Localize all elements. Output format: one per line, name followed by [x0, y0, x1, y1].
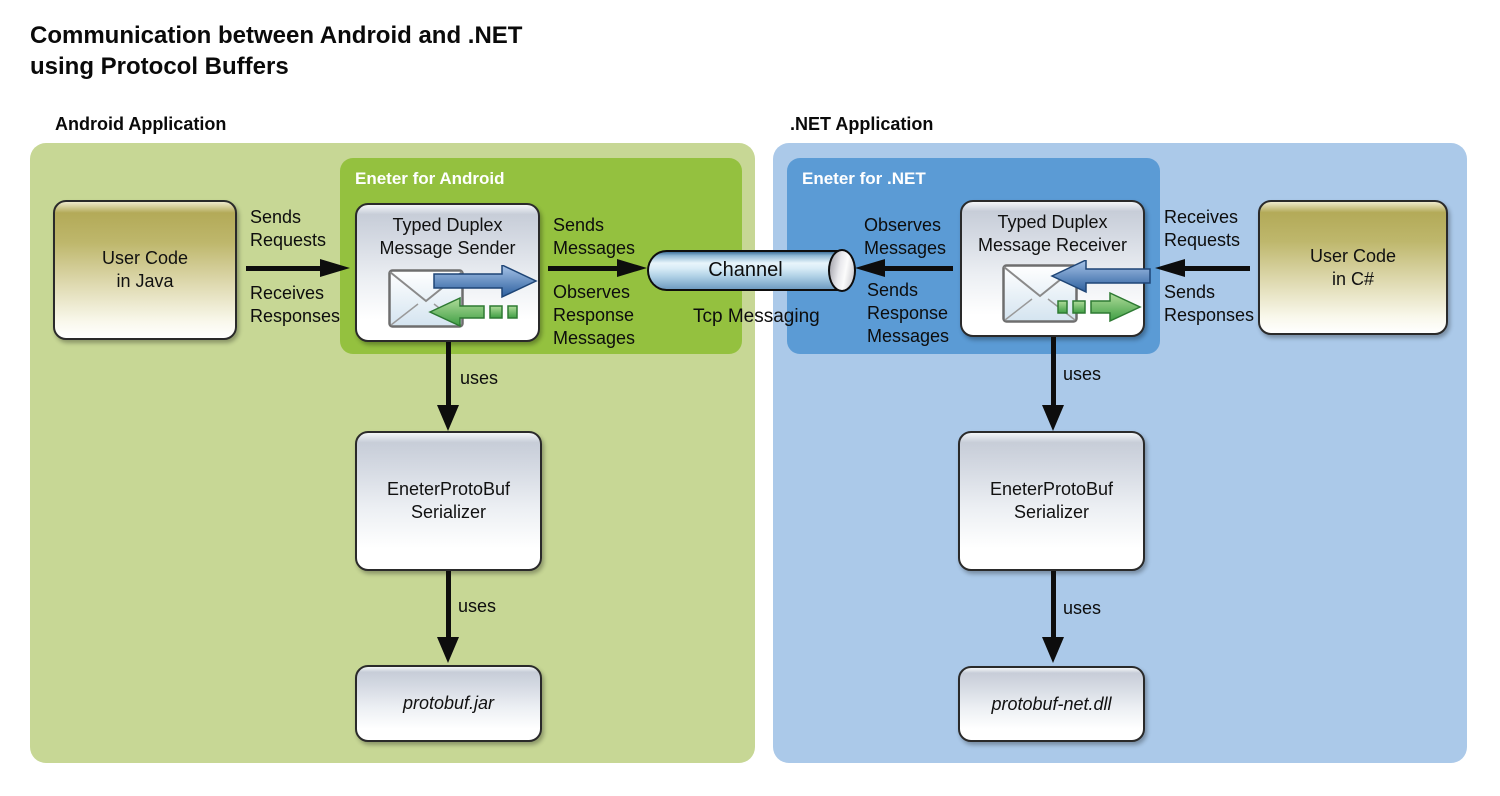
typed-duplex-message-sender-box: Typed Duplex Message Sender — [355, 203, 540, 342]
protobuf-jar-box: protobuf.jar — [355, 665, 542, 742]
observes-messages-label: Observes Messages — [864, 215, 947, 258]
response-message-arrow-icon — [428, 296, 518, 328]
eneterprotobuf-serializer-net-box: EneterProtoBuf Serializer — [958, 431, 1145, 571]
sends-messages-label: Sends Messages — [553, 215, 636, 258]
channel-cylinder: Channel — [647, 250, 842, 291]
arrow-java-to-sender — [246, 258, 350, 278]
arrow-serializer-uses-jar — [437, 571, 459, 663]
net-application-label: .NET Application — [790, 114, 934, 134]
typed-duplex-message-receiver-box: Typed Duplex Message Receiver — [960, 200, 1151, 337]
arrow-receiver-uses-serializer — [1042, 337, 1064, 431]
user-code-java-box: User Code in Java — [53, 200, 237, 340]
arrow-serializer-uses-dll — [1042, 571, 1064, 663]
receiver-box-label: Typed Duplex Message Receiver — [977, 212, 1128, 255]
arrow-sender-to-channel — [548, 258, 647, 278]
channel-label: Channel — [708, 259, 783, 281]
sends-response-messages-label: Sends Response Messages — [867, 280, 950, 346]
eneterprotobuf-serializer-android-box: EneterProtoBuf Serializer — [355, 431, 542, 571]
arrow-receiver-to-channel — [855, 258, 953, 278]
channel-cylinder-cap — [828, 249, 856, 292]
page-title: Communication between Android and .NET u… — [30, 22, 523, 80]
response-message-arrow-icon — [1057, 291, 1142, 323]
eneter-for-android-title: Eneter for Android — [355, 169, 505, 188]
eneter-for-net-title: Eneter for .NET — [802, 169, 926, 188]
observes-response-messages-label: Observes Response Messages — [553, 282, 636, 348]
android-application-label: Android Application — [55, 114, 227, 134]
tcp-messaging-label: Tcp Messaging — [693, 306, 820, 327]
receives-requests-label: Receives Requests — [1164, 207, 1241, 250]
sends-responses-label: Sends Responses — [1164, 282, 1255, 325]
uses-label-android-1: uses — [460, 368, 499, 388]
message-receiver-icon — [1002, 260, 1151, 323]
uses-label-net-1: uses — [1063, 364, 1102, 384]
sender-box-label: Typed Duplex Message Sender — [379, 215, 516, 258]
send-message-arrow-icon — [433, 265, 538, 299]
receive-message-arrow-icon — [1050, 260, 1151, 294]
arrow-sender-uses-serializer — [437, 342, 459, 431]
sends-requests-label: Sends Requests — [250, 207, 327, 250]
uses-label-android-2: uses — [458, 596, 497, 616]
receives-responses-label: Receives Responses — [250, 283, 341, 326]
arrow-csharp-to-receiver — [1155, 258, 1250, 278]
message-sender-icon — [388, 265, 538, 328]
user-code-csharp-box: User Code in C# — [1258, 200, 1448, 335]
protobuf-net-dll-box: protobuf-net.dll — [958, 666, 1145, 742]
uses-label-net-2: uses — [1063, 598, 1102, 618]
